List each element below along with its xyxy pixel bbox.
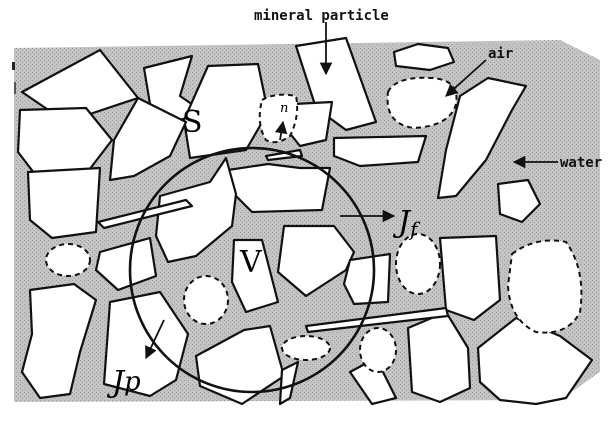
edge-mark [14,82,16,94]
normal-label: n [280,101,288,116]
surface-label: S [182,105,203,140]
water-label: water [560,155,602,171]
air-bubble [260,95,297,143]
particle-flux-subscript: p [124,367,141,397]
air-bubble [360,328,396,372]
mineral-particle [28,168,100,238]
volume-label: V [239,245,263,280]
particle-flux-label: Jp [106,365,141,400]
mineral-particle [394,44,454,70]
mineral-particle [440,236,500,320]
air-label: air [488,46,513,62]
mineral-particle [334,136,426,166]
air-bubble [396,234,440,294]
mineral-particle [344,254,390,304]
air-bubble [508,241,581,333]
mineral-particle [228,164,330,212]
air-bubble [184,276,228,324]
air-bubble [282,336,330,360]
edge-mark [12,62,15,70]
air-bubble [46,244,90,276]
mineral-particle-label: mineral particle [254,8,389,24]
